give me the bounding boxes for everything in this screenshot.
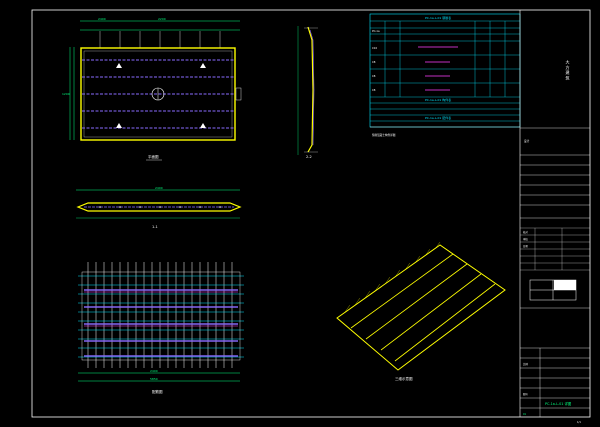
title-block: 大 方 建 筑 预制混凝土构件详图 设计 校对 审核 日期	[370, 10, 590, 424]
schedule-row-3: C8	[372, 74, 376, 78]
sheet-border	[31, 9, 591, 418]
date-label: 日期	[523, 244, 528, 248]
isometric-label: 三维示意图	[395, 376, 413, 381]
checker-label: 校对	[523, 230, 528, 234]
designer-label: 设计	[524, 139, 530, 143]
project-label: 预制混凝土构件详图	[372, 133, 396, 137]
plan-view-label: 平面图	[148, 154, 159, 159]
table1-title: PC-1a-L-01 钢筋表	[425, 15, 451, 20]
section-2-label: 2-2	[306, 155, 312, 159]
rebar-dim-bottom2: 5850	[150, 377, 158, 381]
page-number: 1/1	[577, 421, 581, 424]
sheet-label: 图号	[523, 392, 528, 396]
table2-title: PC-1a-L-01 构件表	[425, 97, 451, 102]
table3-title: PC-1a-L-01 配件表	[425, 115, 451, 120]
section-1-label: 1-1	[152, 225, 158, 229]
side-section-view: 2-2	[297, 26, 318, 159]
isometric-view: 三维示意图	[336, 241, 506, 381]
slab-outline	[80, 47, 236, 141]
rebar-view-label: 配筋图	[152, 389, 163, 394]
company-name: 大 方 建 筑	[566, 59, 571, 81]
elev-dim: 2400	[155, 186, 163, 190]
section-1-view: 2400 1-1	[76, 186, 242, 229]
plan-view: 2400 2200 1200	[62, 17, 242, 161]
rebar-dim-bottom: 2400	[150, 369, 158, 373]
plan-dim-left: 1200	[62, 92, 70, 96]
schedule-tables: PC-1a-L-01 钢筋表 PC-1a-L-01 构件表 PC-1a-L-01…	[369, 13, 521, 128]
approver-label: 审核	[523, 237, 528, 241]
rebar-layout-view: 2400 5850 配筋图	[78, 262, 244, 394]
drawing-name: PC-1a-L-01 详图	[545, 401, 572, 406]
schedule-row-4: C8	[372, 88, 376, 92]
plan-dim-top2: 2200	[158, 17, 166, 21]
schedule-row-0: PC-1a	[372, 29, 380, 33]
sheet-number: 01	[523, 413, 527, 416]
scale-label: 比例	[523, 362, 528, 366]
schedule-row-1: C10	[372, 46, 377, 50]
schedule-row-2: C8	[372, 60, 376, 64]
plan-dim-top: 2400	[98, 17, 106, 21]
